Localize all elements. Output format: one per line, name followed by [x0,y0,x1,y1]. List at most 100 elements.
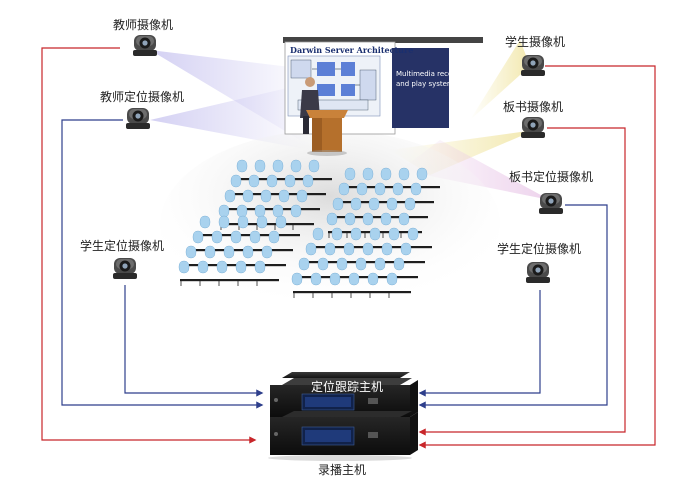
chair [344,212,356,226]
desk [293,291,411,294]
chair [266,174,278,188]
student-locator-camera-label: 学生定位摄像机 [80,239,165,253]
chair [178,260,190,274]
chair [374,182,386,196]
video-signal-lines [41,47,656,449]
student-locator-camera-right-label: 学生定位摄像机 [497,242,582,256]
chair [338,182,350,196]
chair [331,227,343,241]
chair [192,230,204,244]
chair [380,212,392,226]
chair [211,230,223,244]
chair [305,242,317,256]
projection-screen [283,37,483,135]
board-locator-camera-label: 板书定位摄像机 [509,170,594,184]
chair [230,230,242,244]
chair [236,159,248,173]
classroom-floor [160,130,500,320]
chair [393,257,405,271]
student-locator-camera-right-icon [526,262,550,283]
chair [312,227,324,241]
chair [398,212,410,226]
chair [398,167,410,181]
chair [235,260,247,274]
chair [416,167,428,181]
chair [310,272,322,286]
chair [404,197,416,211]
board-camera-label: 板书摄像机 [503,100,564,114]
chair [268,230,280,244]
chair [362,167,374,181]
chair [218,215,230,229]
chair [272,159,284,173]
chair [368,197,380,211]
chair [256,215,268,229]
chair [291,272,303,286]
chair [223,245,235,259]
chair [261,245,273,259]
chair [204,245,216,259]
podium [306,110,348,156]
chair [332,197,344,211]
chair [185,245,197,259]
student-camera-label: 学生摄像机 [505,35,566,49]
chair [197,260,209,274]
screen-panel-line1: Multimedia recording [396,70,471,78]
chair [388,227,400,241]
student-locator-camera-icon [113,258,137,279]
chair [336,257,348,271]
chair [248,174,260,188]
chair [350,227,362,241]
teacher-camera-icon [133,35,157,56]
student-seating [178,159,440,298]
screen-title: Darwin Server Architecture [290,45,414,55]
chair [317,257,329,271]
chair [199,215,211,229]
chair [272,204,284,218]
chair [386,272,398,286]
chair [343,242,355,256]
chair [407,227,419,241]
chair [298,257,310,271]
chair [236,204,248,218]
chair [326,212,338,226]
chair [254,159,266,173]
student-camera-beam [470,40,530,120]
chair [249,230,261,244]
chair [356,182,368,196]
chair [392,182,404,196]
chair [254,204,266,218]
chair [348,272,360,286]
screen-panel-line2: and play system [396,80,454,88]
chair [302,174,314,188]
chair [324,242,336,256]
student-camera-icon [521,55,545,76]
chair [362,212,374,226]
chair [308,159,320,173]
recording-host-label: 录播主机 [318,463,367,477]
teacher-camera-label: 教师摄像机 [113,18,174,32]
tracking-host-label: 定位跟踪主机 [311,380,384,394]
chair [381,242,393,256]
desk [180,279,279,282]
teacher-locator-camera-label: 教师定位摄像机 [100,90,185,104]
chair [386,197,398,211]
board-camera-icon [521,117,545,138]
chair [350,197,362,211]
chair [410,182,422,196]
chair [242,189,254,203]
tracking-signal-lines [61,119,608,409]
teacher-locator-beam [150,85,310,150]
board-locator-camera-icon [539,193,563,214]
chair [400,242,412,256]
teacher-locator-camera-icon [126,108,150,129]
recording-host-icon [268,411,418,461]
chair [290,204,302,218]
chair [344,167,356,181]
chair [296,189,308,203]
chair [329,272,341,286]
chair [216,260,228,274]
chair [380,167,392,181]
